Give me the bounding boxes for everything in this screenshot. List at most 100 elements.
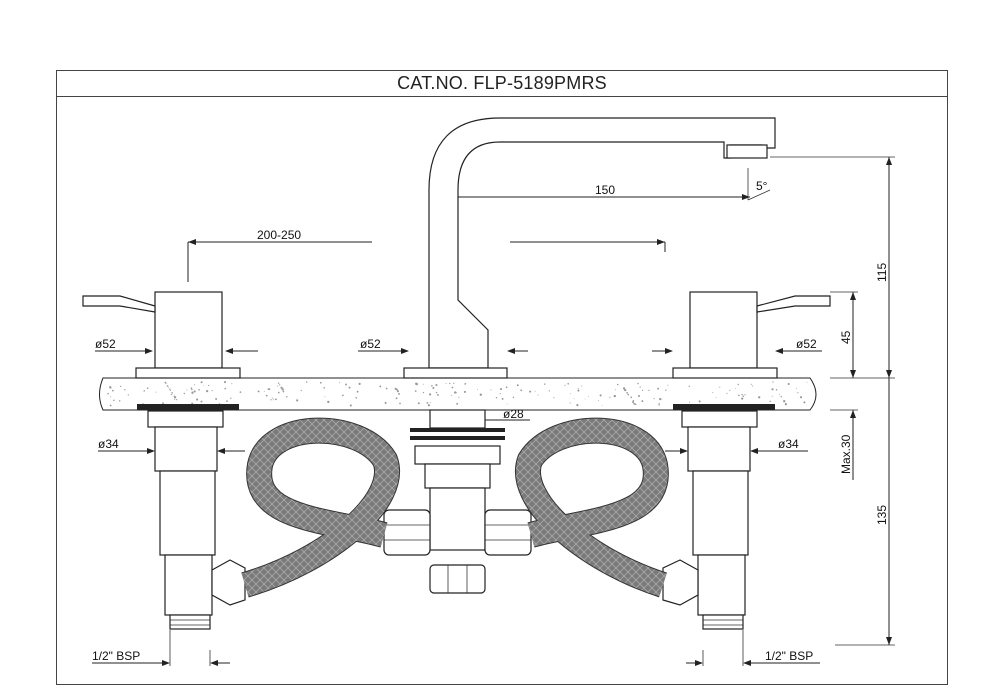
deck-speckle — [783, 400, 786, 403]
deck-speckle — [688, 401, 691, 403]
deck-speckle — [456, 402, 459, 405]
deck-speckle — [512, 396, 515, 399]
deck-speckle — [435, 383, 438, 387]
spout-angle-label: 5° — [756, 179, 768, 193]
deck-speckle — [348, 386, 351, 389]
deck-speckle — [356, 390, 359, 393]
deck-speckle — [395, 388, 398, 391]
deck-speckle — [224, 387, 226, 390]
deck-speckle — [338, 382, 340, 384]
deck-speckle — [109, 386, 112, 389]
deck-speckle — [630, 396, 633, 399]
below-deck-length-label: 135 — [875, 505, 889, 525]
deck-speckle — [769, 400, 771, 403]
deck-speckle — [495, 396, 498, 399]
right-valve-body — [662, 404, 775, 630]
deck-speckle — [174, 399, 176, 401]
deck-speckle — [345, 383, 347, 386]
deck-speckle — [186, 389, 188, 391]
deck-speckle — [667, 384, 669, 386]
deck-speckle — [506, 403, 508, 405]
deck-speckle — [417, 402, 420, 405]
deck-speckle — [751, 385, 754, 387]
deck-speckle — [641, 400, 644, 403]
center-diameter-label: ø52 — [360, 337, 381, 351]
deck-speckle — [490, 389, 492, 391]
deck-speckle — [280, 386, 283, 389]
deck-speckle — [127, 394, 129, 396]
max-deck-thickness-label: Max.30 — [839, 434, 853, 474]
deck-speckle — [639, 386, 641, 388]
deck-speckle — [455, 391, 457, 394]
deck-speckle — [719, 386, 721, 388]
deck-speckle — [499, 388, 503, 391]
deck-speckle — [787, 382, 790, 386]
deck-speckle — [520, 389, 523, 392]
left-inlet-label: 1/2" BSP — [92, 649, 140, 663]
deck-speckle — [599, 394, 602, 397]
deck-speckle — [422, 391, 425, 394]
deck-speckle — [415, 382, 418, 385]
deck-speckle — [193, 384, 196, 386]
deck-speckle — [464, 383, 467, 385]
deck-speckle — [211, 390, 213, 392]
deck-speckle — [384, 402, 387, 404]
deck-speckle — [267, 388, 269, 390]
left-valve-body — [137, 404, 246, 630]
deck-speckle — [263, 390, 265, 392]
deck-speckle — [173, 396, 177, 399]
deck-speckle — [169, 388, 171, 391]
deck-speckle — [741, 397, 744, 400]
deck-speckle — [231, 383, 233, 385]
deck-speckle — [205, 389, 209, 393]
deck-speckle — [190, 387, 193, 389]
deck-speckle — [529, 390, 532, 393]
deck-speckle — [432, 386, 435, 390]
deck-speckle — [265, 394, 268, 397]
deck-speckle — [800, 397, 802, 399]
deck-speckle — [449, 382, 451, 385]
deck-speckle — [553, 397, 555, 399]
deck-speckle — [476, 389, 478, 391]
deck-speckle — [658, 405, 660, 407]
deck-speckle — [803, 401, 806, 404]
deck-speckle — [396, 390, 399, 393]
deck-speckle — [281, 388, 284, 391]
deck-speckle — [688, 385, 690, 387]
deck-speckle — [569, 402, 571, 404]
deck-speckle — [175, 398, 178, 401]
deck-speckle — [797, 392, 799, 394]
deck-speckle — [112, 389, 114, 392]
deck-speckle — [544, 383, 546, 385]
left-braided-hose — [241, 417, 400, 598]
deck-speckle — [124, 389, 126, 391]
deck-speckle — [573, 398, 575, 400]
deck-speckle — [715, 397, 717, 399]
deck-speckle — [632, 401, 635, 403]
deck-speckle — [750, 383, 752, 385]
deck-speckle — [203, 385, 205, 387]
deck-speckle — [355, 396, 358, 399]
deck-speckle — [734, 387, 736, 389]
deck-speckle — [171, 392, 173, 394]
deck-speckle — [806, 381, 808, 383]
deck-speckle — [399, 402, 401, 405]
deck-speckle — [505, 386, 508, 389]
right-handle — [672, 291, 831, 379]
deck-speckle — [570, 393, 572, 395]
deck-speckle — [286, 396, 288, 398]
deck-speckle — [429, 402, 431, 404]
deck-speckle — [601, 405, 603, 406]
deck-speckle — [146, 387, 149, 390]
deck-speckle — [200, 400, 203, 403]
deck-speckle — [193, 390, 196, 393]
deck-speckle — [598, 399, 600, 401]
deck-speckle — [215, 398, 218, 400]
spout-shank-diameter-label: ø28 — [503, 407, 524, 421]
deck-speckle — [170, 393, 172, 396]
deck-speckle — [742, 395, 745, 398]
deck-speckle — [172, 393, 174, 395]
deck-speckle — [170, 390, 172, 391]
countertop-deck — [99, 377, 817, 411]
